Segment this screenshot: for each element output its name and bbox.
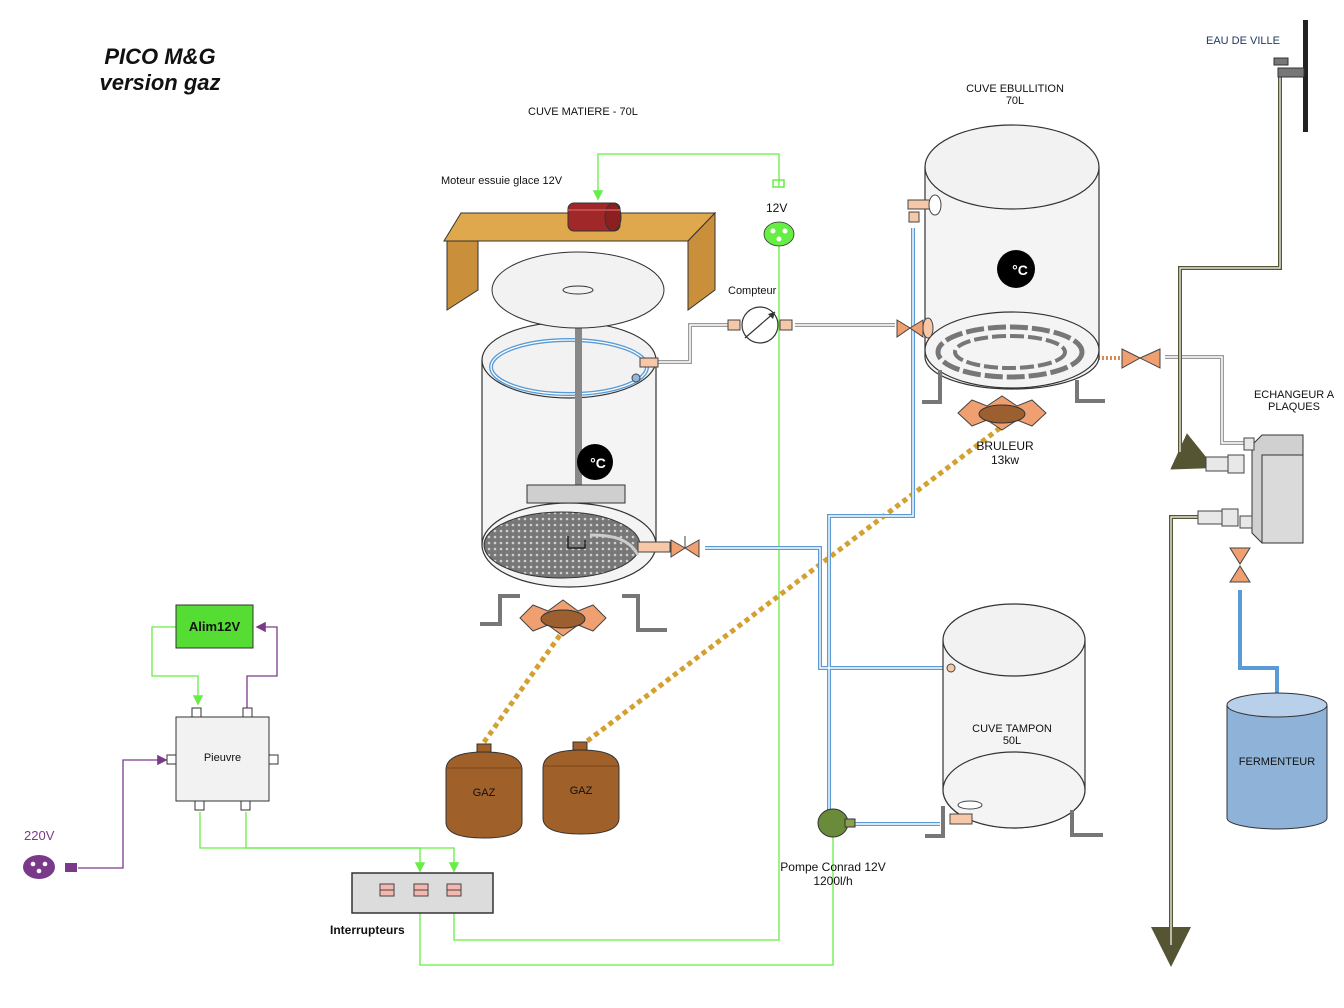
label-cuve-matiere: CUVE MATIERE - 70L [528,106,638,118]
temp-label-ebullition: °C [1012,262,1028,278]
flow-meter [727,306,793,344]
label-12v: 12V [766,201,788,215]
label-cuve-ebullition: CUVE EBULLITION 70L [955,83,1075,107]
fermenteur-tank [1226,692,1328,830]
label-echangeur-1: ECHANGEUR A [1253,389,1335,401]
switch-panel [351,872,494,914]
label-bruleur-2: 13kw [990,453,1019,467]
label-pompe-2: 1200l/h [813,874,853,888]
label-moteur: Moteur essuie glace 12V [441,175,563,187]
wooden-stand [443,211,717,329]
burner-ebullition [957,395,1047,431]
plate-heat-exchanger [1197,434,1304,544]
pipes-grey-inner [658,324,1248,444]
valve-ebullition-outlet[interactable] [1121,348,1161,369]
wiper-motor [567,202,622,232]
temperature-probe-ebullition: °C [997,250,1035,288]
label-pompe-1: Pompe Conrad 12V [780,860,886,874]
pump[interactable] [817,808,856,838]
alim-12v-box [175,604,254,649]
pipes-olive-inner [1170,75,1281,945]
label-cuve-tampon-2: 50L [1002,735,1022,747]
title-line-2: version gaz [99,70,221,95]
legs-matiere [480,594,667,632]
label-bruleur: BRULEUR 13kw [965,439,1045,467]
label-echangeur-2: PLAQUES [1268,401,1320,413]
burner-matiere [519,599,607,637]
label-bruleur-1: BRULEUR [976,439,1034,453]
fitting-ebullition-top [907,194,942,223]
label-gaz-2: GAZ [569,785,593,797]
label-220v: 220V [24,828,55,843]
label-pompe: Pompe Conrad 12V 1200l/h [774,860,892,888]
label-gaz-1: GAZ [472,787,496,799]
label-cuve-tampon-1: CUVE TAMPON [972,723,1052,735]
pipes-blue-inner [705,228,945,825]
temperature-probe-matiere: °C [577,444,613,480]
wiring-12v [151,153,839,966]
label-compteur: Compteur [728,285,777,297]
gas-bottle-2 [542,741,620,835]
plug-220v [23,855,77,879]
gas-bottle-1 [445,743,523,839]
label-eau-de-ville: EAU DE VILLE [1206,35,1280,47]
label-interrupteurs: Interrupteurs [330,923,405,937]
valve-fermenteur[interactable] [1229,547,1251,583]
label-pieuvre: Pieuvre [203,752,242,764]
wiring-220v [78,754,168,869]
valve-matiere-outlet[interactable] [637,536,700,558]
pieuvre-box [166,707,279,811]
label-fermenteur: FERMENTEUR [1238,756,1316,768]
fitting-matiere-inlet [631,357,659,383]
diagram-title: PICO M&G version gaz [85,44,235,96]
valve-ebullition-inlet[interactable] [896,317,934,339]
label-cuve-ebullition-2: 70L [1005,95,1025,107]
label-echangeur: ECHANGEUR A PLAQUES [1248,389,1340,413]
fitting-tampon [946,663,983,825]
title-line-1: PICO M&G [104,44,216,69]
legs-tampon [925,806,1103,838]
label-cuve-tampon: CUVE TAMPON 50L [962,723,1062,747]
water-tap[interactable] [1273,20,1308,132]
socket-12v [763,179,795,247]
cuve-matiere-tank [481,270,657,588]
cuve-tampon-tank [942,603,1086,829]
gas-lines [479,426,1002,747]
temp-label-matiere: °C [590,455,606,471]
legs-ebullition [922,370,1105,404]
label-alim: Alim12V [188,619,241,634]
label-cuve-ebullition-1: CUVE EBULLITION [966,83,1064,95]
